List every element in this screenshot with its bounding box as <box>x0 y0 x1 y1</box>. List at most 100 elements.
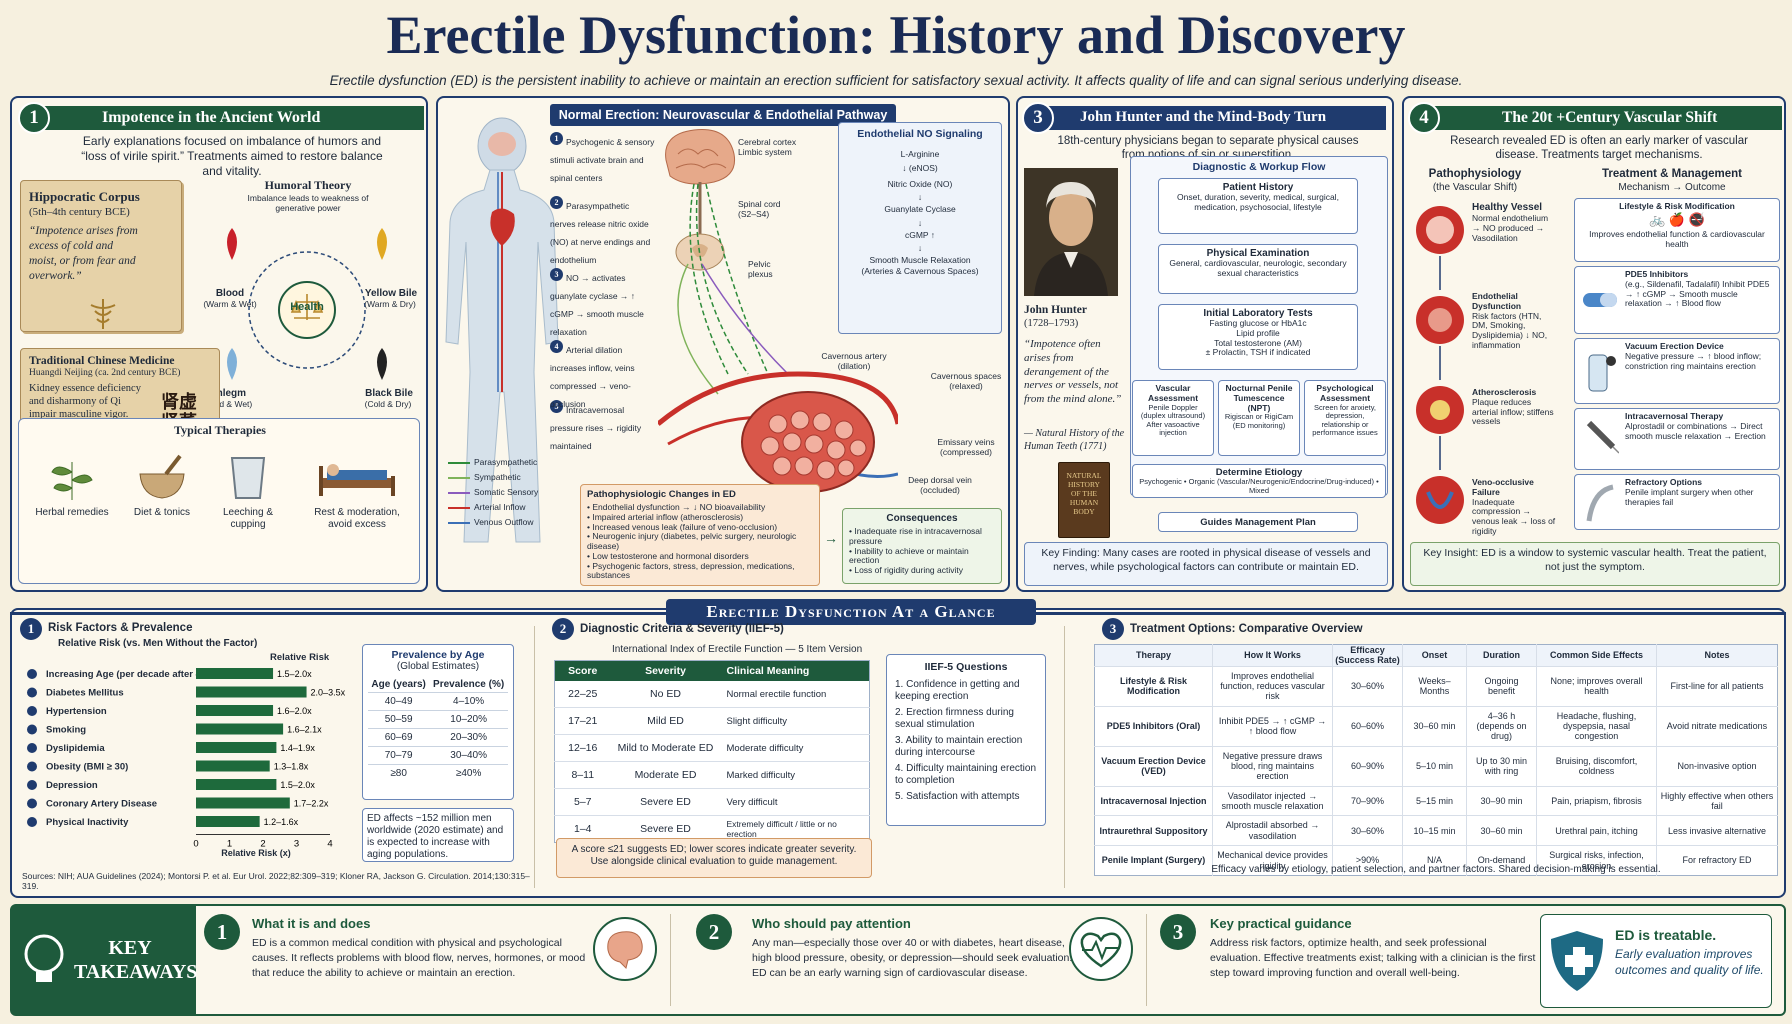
table-cell: 30–60 min <box>1466 815 1537 846</box>
treat-pde5: PDE5 Inhibitors (e.g., Sildenafil, Tadal… <box>1574 266 1780 334</box>
no-step: cGMP ↑ <box>904 229 936 240</box>
book-title: NATURAL HISTORY OF THE HUMAN BODY <box>1066 471 1102 516</box>
no-step: L-Arginine <box>900 149 940 159</box>
no-step: Nitric Oxide (NO) <box>887 178 953 189</box>
label-emissary-veins: Emissary veins (compressed) <box>937 437 995 457</box>
panel-number: 4 <box>1408 102 1440 134</box>
cup-icon <box>230 457 266 499</box>
flow-step-desc: Penile Doppler (duplex ultrasound) After… <box>1140 402 1206 438</box>
patho-item: • Neurogenic injury (diabetes, pelvic su… <box>587 531 797 552</box>
treat-item-title: PDE5 Inhibitors <box>1625 269 1689 279</box>
flow-vascular: Vascular Assessment Penile Doppler (dupl… <box>1132 380 1214 456</box>
humor-blood-q: (Warm & Wet) <box>203 299 257 309</box>
panel-title: John Hunter and the Mind-Body Turn <box>1046 106 1386 130</box>
divider <box>534 626 535 888</box>
therapy-name: Lifestyle & Risk Modification <box>1094 665 1213 707</box>
data-label: 1.2–1.6x <box>264 817 299 827</box>
table-cell: Improves endothelial function, reduces v… <box>1212 665 1333 707</box>
patho-item: • Low testosterone and hormonal disorder… <box>587 550 749 561</box>
table-cell: N/A <box>1402 845 1467 876</box>
flow-step-title: Determine Etiology <box>1215 467 1303 478</box>
prev-sub: (Global Estimates) <box>396 661 480 672</box>
therapy-label: Rest & moderation, avoid excess <box>314 507 400 530</box>
stage-desc: Plaque reduces arterial inflow; stiffens… <box>1472 396 1554 427</box>
step-number: 1 <box>550 132 563 145</box>
therapy-label: Leeching & cupping <box>222 507 274 530</box>
prevalence-box: Prevalence by Age (Global Estimates) Age… <box>362 644 514 800</box>
table-cell: 30–90 min <box>1466 785 1537 816</box>
bar <box>196 742 277 753</box>
humor-blood: Blood <box>215 288 245 299</box>
table-cell: 70–90% <box>1332 785 1403 816</box>
table-cell: Up to 30 min with ring <box>1466 745 1537 787</box>
patho-item: • Increased venous leak (failure of veno… <box>587 521 778 532</box>
consequences-box: Consequences • Inadequate rise in intrac… <box>842 508 1002 584</box>
humoral-sub: Imbalance leads to weakness of generativ… <box>247 193 369 213</box>
health-label: Health <box>290 301 324 313</box>
intro-text: Research revealed ED is often an early m… <box>1450 135 1748 162</box>
tcm-sub: Huangdi Neijing (ca. 2nd century BCE) <box>29 368 181 378</box>
question-item: 2. Erection firmness during sexual stimu… <box>895 707 1014 730</box>
humoral-title: Humoral Theory <box>264 178 352 192</box>
no-title: Endothelial NO Signaling <box>857 128 983 140</box>
mortar-icon <box>139 454 185 499</box>
stage-desc: Normal endothelium → NO produced → Vasod… <box>1472 213 1549 243</box>
step-number: 3 <box>550 268 563 281</box>
question-item: 5. Satisfaction with attempts <box>895 791 1020 802</box>
hippo-date: (5th–4th century BCE) <box>29 206 130 218</box>
treat-item-title: Intracavernosal Therapy <box>1625 411 1724 421</box>
stage-title: Healthy Vessel <box>1472 202 1543 213</box>
table-cell: 30–60% <box>1332 815 1403 846</box>
badge-text: Early evaluation improves outcomes and q… <box>1615 947 1764 977</box>
chart-xlabel: Relative Risk (x) <box>221 848 291 858</box>
table-cell: Urethral pain, itching <box>1536 815 1657 846</box>
bar <box>196 797 290 809</box>
legend-item: Parasympathetic <box>448 457 558 473</box>
table-row: Penile Implant (Surgery)Mechanical devic… <box>1094 845 1778 876</box>
flow-step-title: Vascular Assessment <box>1147 383 1199 403</box>
bar <box>196 686 307 698</box>
table-cell: Avoid nitrate medications <box>1656 705 1778 747</box>
takeaways-section <box>10 904 1786 1016</box>
treat-sub: Mechanism → Outcome <box>1618 182 1726 193</box>
legend-item: Venous Outflow <box>448 517 558 533</box>
arrow-down-icon: ↓ <box>917 217 923 228</box>
humor-yellow-q: (Warm & Dry) <box>364 299 416 309</box>
therapies-box: Typical Therapies <box>18 418 420 584</box>
panel-john-hunter: John Hunter and the Mind-Body Turn 3 18t… <box>1016 96 1394 592</box>
table-cell: 4–36 h (depends on drug) <box>1466 705 1537 747</box>
category-label: Physical Inactivity <box>46 817 129 828</box>
therapy-rest: Rest & moderation, avoid excess <box>302 452 412 562</box>
risk-factor-icon <box>27 706 37 716</box>
divider <box>1146 914 1147 1006</box>
humoral-diagram <box>227 228 387 380</box>
panel-title: Impotence in the Ancient World <box>40 106 424 130</box>
label-cavernous-spaces: Cavernous spaces (relaxed) <box>930 371 1002 391</box>
humor-phlegm: Phlegm <box>209 388 247 399</box>
no-step: (Arteries & Cavernous Spaces) <box>861 265 979 276</box>
table-cell: For refractory ED <box>1656 845 1778 876</box>
flow-labs: Initial Laboratory Tests Fasting glucose… <box>1158 304 1358 370</box>
flow-step-desc: Psychogenic • Organic (Vascular/Neurogen… <box>1139 477 1379 495</box>
history-book: NATURAL HISTORY OF THE HUMAN BODY <box>1058 462 1110 538</box>
step-text: Psychogenic & sensory stimuli activate b… <box>550 137 655 183</box>
flow-step-desc: Onset, duration, severity, medical, surg… <box>1177 192 1339 212</box>
takeaway-text: ED is a common medical condition with ph… <box>252 937 586 980</box>
table-cell: Headache, flushing, dyspepsia, nasal con… <box>1536 705 1657 747</box>
shield-icon <box>1551 931 1603 991</box>
takeaway-title: What it is and does <box>252 916 371 931</box>
tick-label: 4 <box>327 839 332 850</box>
category-label: Coronary Artery Disease <box>46 799 157 810</box>
risk-factor-icon <box>27 743 37 753</box>
therapy-name: Intraurethral Suppository <box>1094 815 1213 846</box>
flow-step-desc: Screen for anxiety, depression, relation… <box>1312 402 1378 438</box>
patho-item: • Endothelial dysfunction → ↓ NO bioavai… <box>587 502 766 512</box>
category-label: Diabetes Mellitus <box>46 688 124 699</box>
section-number: 3 <box>1102 618 1124 640</box>
